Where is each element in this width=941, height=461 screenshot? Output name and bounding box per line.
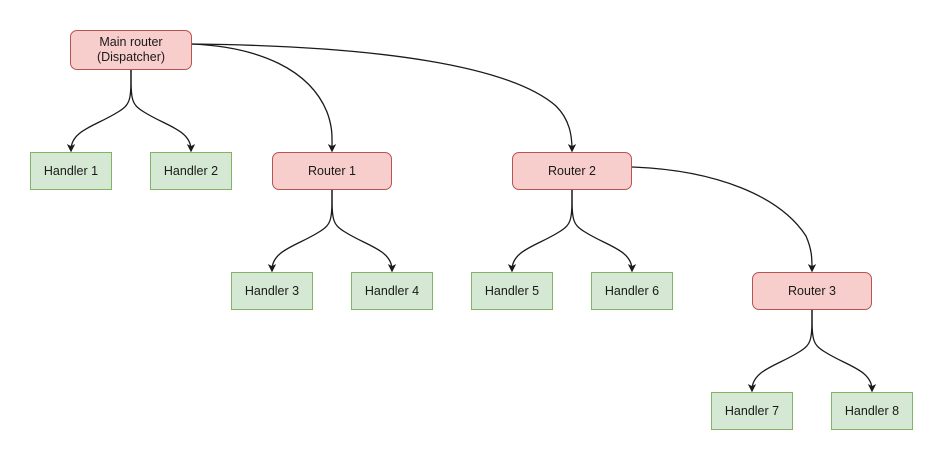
edge-main-to-handler-1	[66, 69, 132, 153]
node-label-router-2: Router 2	[548, 163, 596, 178]
node-label-handler-4: Handler 4	[364, 283, 420, 298]
edge-router-1-to-handler-4	[331, 189, 397, 273]
node-label-handler-5: Handler 5	[484, 283, 540, 298]
node-label-router-1: Router 1	[308, 163, 356, 178]
node-handler-1[interactable]: Handler 1	[30, 152, 112, 190]
node-label-handler-2: Handler 2	[163, 163, 219, 178]
edge-router-3-to-handler-8	[811, 309, 877, 393]
edge-main-to-router-1	[191, 43, 337, 153]
node-label-handler-8: Handler 8	[844, 403, 900, 418]
edge-router-2-to-handler-6	[571, 189, 637, 273]
node-handler-8[interactable]: Handler 8	[831, 392, 913, 430]
node-router-2[interactable]: Router 2	[512, 152, 632, 190]
node-label-router-3: Router 3	[788, 283, 836, 298]
node-handler-6[interactable]: Handler 6	[591, 272, 673, 310]
edge-main-to-router-2	[191, 43, 577, 153]
node-label-handler-1: Handler 1	[43, 163, 99, 178]
node-label-handler-7: Handler 7	[724, 403, 780, 418]
edge-router-1-to-handler-3	[267, 189, 333, 273]
node-handler-4[interactable]: Handler 4	[351, 272, 433, 310]
node-handler-3[interactable]: Handler 3	[231, 272, 313, 310]
node-handler-5[interactable]: Handler 5	[471, 272, 553, 310]
edge-router-3-to-handler-7	[747, 309, 813, 393]
edge-router-2-to-router-3	[631, 166, 817, 273]
node-router-3[interactable]: Router 3	[752, 272, 872, 310]
node-label-handler-6: Handler 6	[604, 283, 660, 298]
edge-router-2-to-handler-5	[507, 189, 573, 273]
node-handler-2[interactable]: Handler 2	[150, 152, 232, 190]
node-router-1[interactable]: Router 1	[272, 152, 392, 190]
edge-group	[66, 43, 877, 393]
node-main-router[interactable]: Main router (Dispatcher)	[70, 30, 192, 70]
node-handler-7[interactable]: Handler 7	[711, 392, 793, 430]
node-label-handler-3: Handler 3	[244, 283, 300, 298]
node-label-main-router: Main router (Dispatcher)	[96, 35, 166, 64]
edge-main-to-handler-2	[130, 69, 196, 153]
